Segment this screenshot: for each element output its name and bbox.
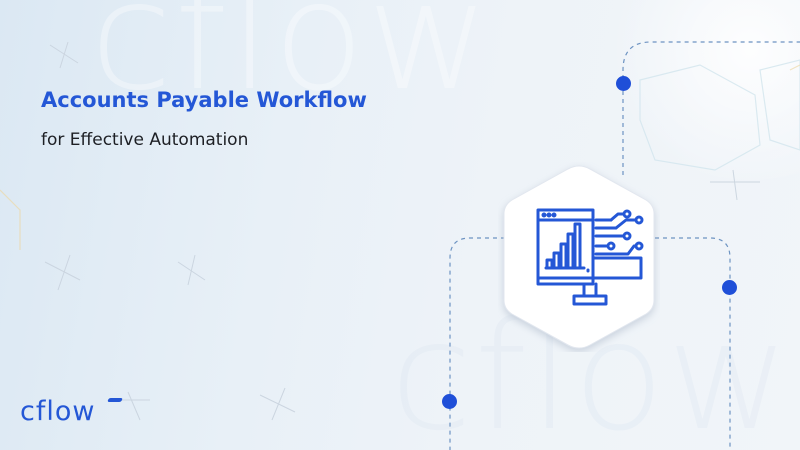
- brand-logo: cflow: [20, 396, 96, 427]
- watermark-logo-top: cflow: [90, 0, 492, 124]
- monitor-chart-circuit-icon: [536, 208, 644, 306]
- connector-dot: [722, 280, 737, 295]
- page-subtitle: for Effective Automation: [41, 130, 249, 150]
- logo-swoosh-icon: [107, 398, 123, 402]
- connector-dot: [442, 394, 457, 409]
- connector-dot: [616, 76, 631, 91]
- icon-hexagon: [498, 162, 660, 352]
- page-title: Accounts Payable Workflow: [41, 88, 367, 112]
